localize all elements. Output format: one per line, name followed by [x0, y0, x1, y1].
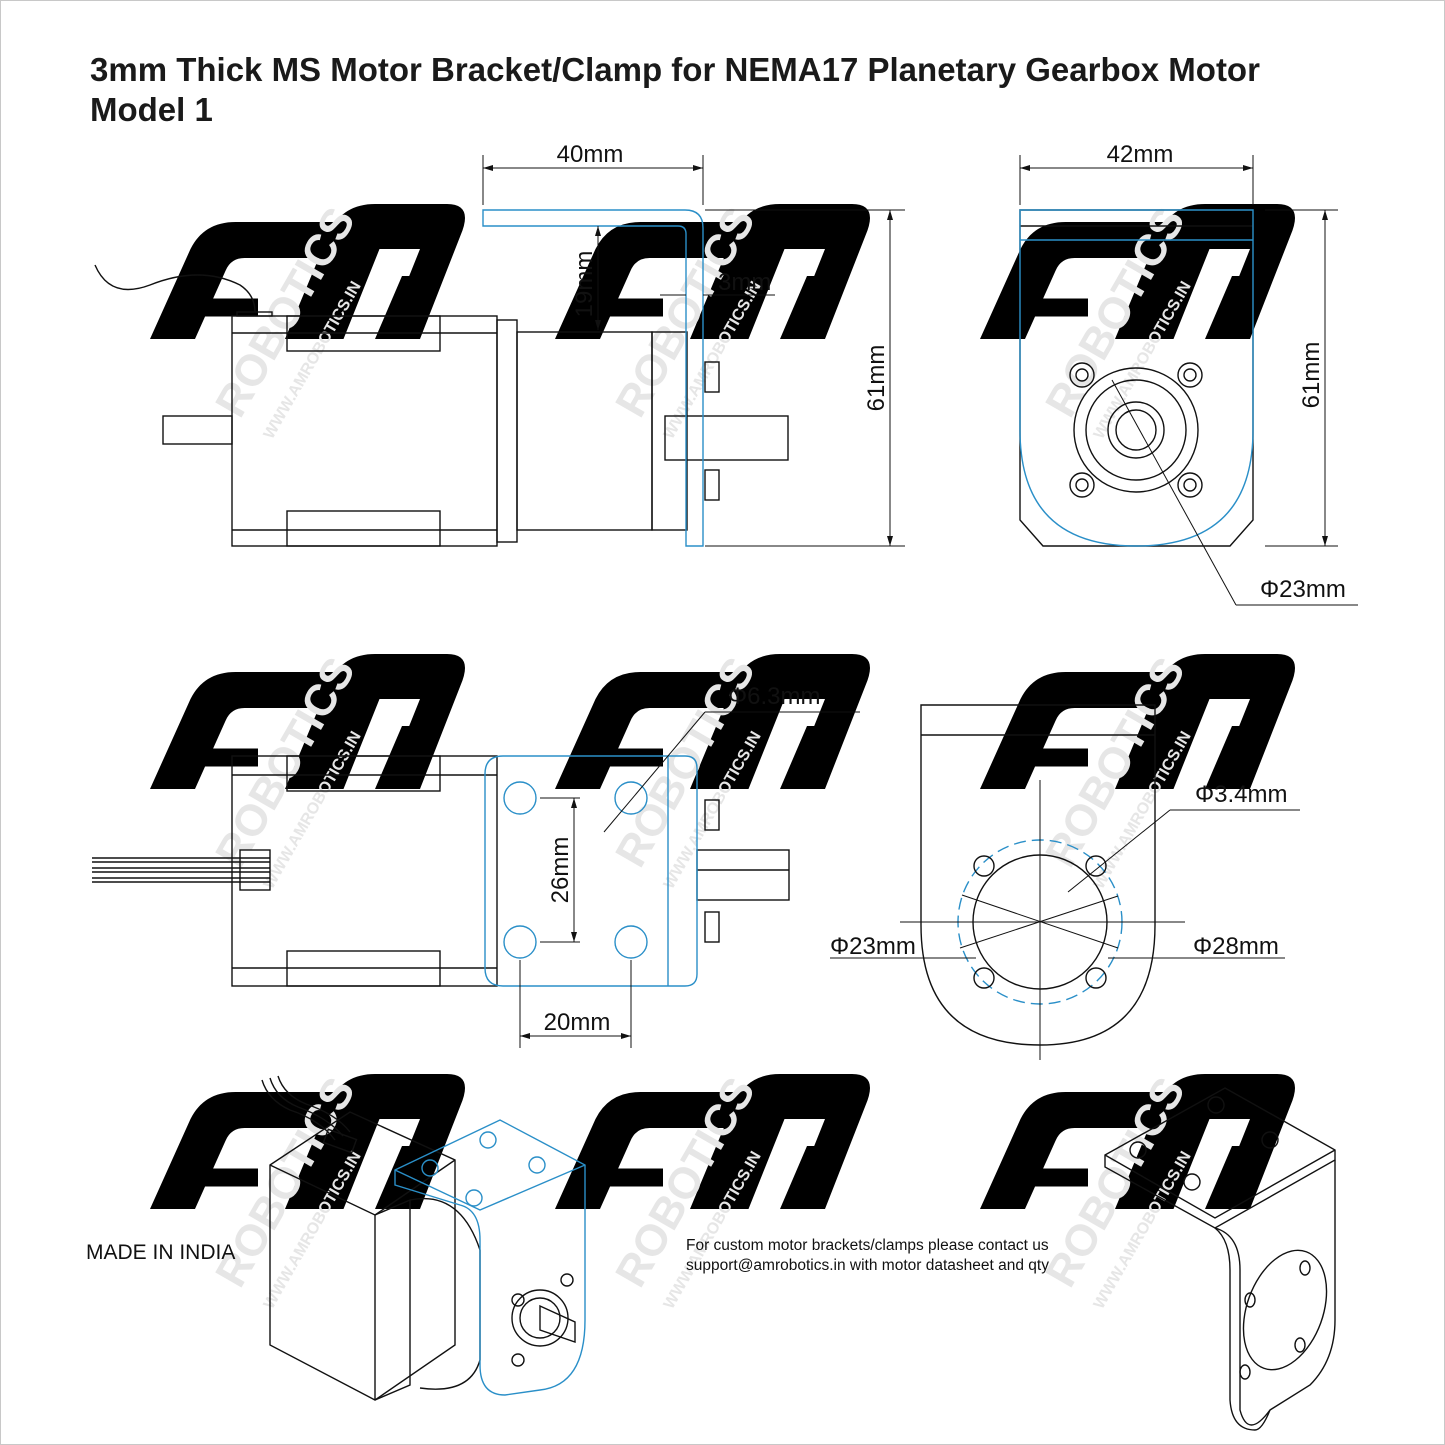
dim-side-height: 61mm: [863, 345, 890, 412]
dim-face-pcd: Φ28mm: [1193, 933, 1279, 960]
bracket-front-face: [1019, 209, 1254, 547]
bracket-side-profile: [482, 209, 704, 547]
dim-thickness: 3mm: [718, 269, 771, 296]
made-in-india-label: MADE IN INDIA: [86, 1241, 236, 1264]
dim-front-bore: Φ23mm: [1260, 576, 1346, 603]
title-line-1: 3mm Thick MS Motor Bracket/Clamp for NEM…: [90, 51, 1260, 88]
contact-line-2: support@amrobotics.in with motor datashe…: [686, 1257, 1049, 1274]
page-title: 3mm Thick MS Motor Bracket/Clamp for NEM…: [90, 50, 1260, 130]
dim-face-hole-dia: Φ3.4mm: [1195, 781, 1288, 808]
connector: [239, 849, 271, 891]
title-line-2: Model 1: [90, 91, 213, 128]
isometric-assembly: [261, 1075, 586, 1401]
output-shaft: [664, 415, 789, 461]
face-view: Φ23mm Φ28mm Φ3.4mm: [830, 704, 1300, 1060]
dim-side-width: 40mm: [557, 141, 624, 168]
contact-line-1: For custom motor brackets/clamps please …: [686, 1237, 1049, 1254]
isometric-bracket: [1104, 1087, 1336, 1431]
contact-note: For custom motor brackets/clamps please …: [686, 1236, 1049, 1276]
dim-face-bore: Φ23mm: [830, 933, 916, 960]
dim-top-hole-dia: Φ6.3mm: [728, 683, 821, 710]
dim-side-height-top: 19mm: [571, 251, 598, 318]
motor-cable: [94, 264, 256, 313]
bracket-top-plate: [484, 755, 698, 987]
dim-hole-spacing-v: 26mm: [547, 837, 574, 904]
iso-bracket-bore: [1242, 1249, 1328, 1371]
iso-bracket: [394, 1119, 586, 1396]
dim-front-height: 61mm: [1298, 342, 1325, 409]
rear-shaft: [162, 415, 233, 445]
front-view: 42mm 61mm Φ23mm: [1019, 141, 1358, 606]
iso-motor-body: [269, 1111, 456, 1401]
dim-front-width: 42mm: [1107, 141, 1174, 168]
output-shaft-top: [696, 849, 790, 901]
dim-hole-spacing-h: 20mm: [544, 1009, 611, 1036]
top-view: 26mm 20mm Φ6.3mm: [92, 683, 860, 1048]
side-view: 40mm 19mm 3mm 61mm: [94, 141, 905, 547]
iso-shaft: [539, 1304, 576, 1343]
